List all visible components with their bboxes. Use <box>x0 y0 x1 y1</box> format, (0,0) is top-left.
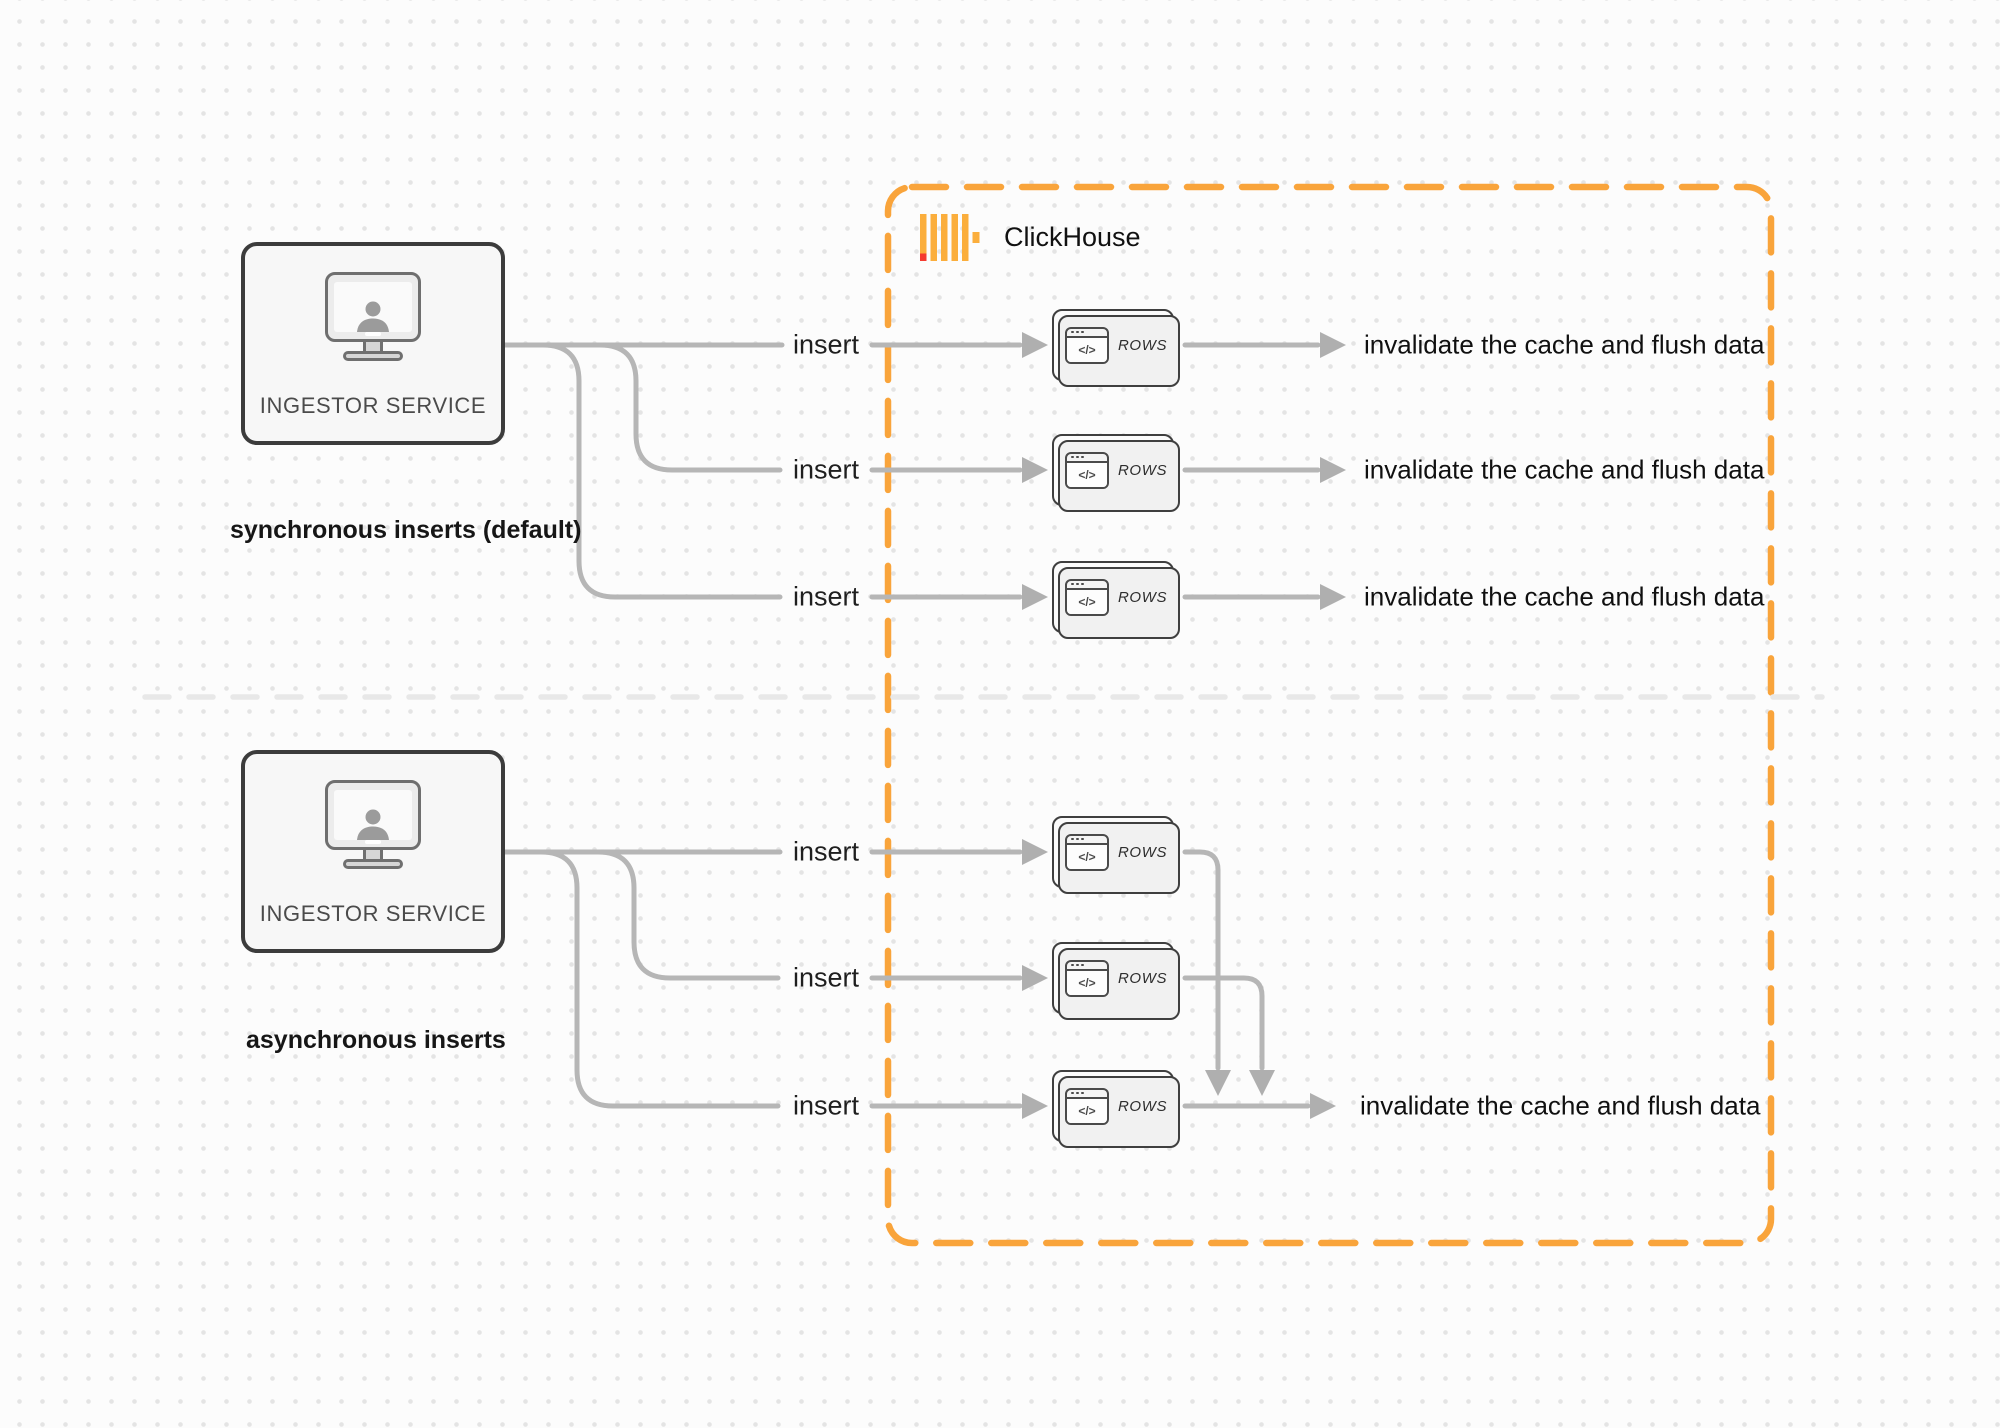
arrowhead-right <box>1022 457 1048 483</box>
arrowhead-right <box>1320 332 1346 358</box>
arrowhead-right <box>1022 965 1048 991</box>
code-glyph: </> <box>1067 1098 1107 1123</box>
arrowhead-right <box>1022 839 1048 865</box>
monitor-user-icon <box>325 780 421 869</box>
clickhouse-logo-icon <box>920 214 980 261</box>
window-dots-icon <box>1067 329 1107 338</box>
ingestor-service-box-sync: INGESTOR SERVICE <box>241 242 505 445</box>
window-dots-icon <box>1067 581 1107 590</box>
rows-card: </> ROWS <box>1052 816 1180 894</box>
arrowhead-right <box>1022 332 1048 358</box>
insert-label: insert <box>792 962 860 993</box>
sync-branch-3 <box>502 342 783 600</box>
window-dots-icon <box>1067 962 1107 971</box>
rows-label: ROWS <box>1118 1097 1168 1115</box>
code-window-icon: </> <box>1065 451 1109 489</box>
monitor-stand <box>363 850 383 859</box>
rows-label: ROWS <box>1118 461 1168 479</box>
monitor-notch <box>365 840 381 844</box>
sync-branch-2 <box>502 342 783 473</box>
insert-label: insert <box>792 329 860 360</box>
rows-label: ROWS <box>1118 336 1168 354</box>
async-branch-3 <box>502 849 781 1109</box>
code-glyph: </> <box>1067 462 1107 487</box>
code-glyph: </> <box>1067 589 1107 614</box>
service-label: INGESTOR SERVICE <box>259 393 487 418</box>
rows-label: ROWS <box>1118 843 1168 861</box>
monitor-screen <box>325 272 421 342</box>
user-silhouette-icon <box>357 301 389 332</box>
rows-label: ROWS <box>1118 969 1168 987</box>
arrowhead-right <box>1022 584 1048 610</box>
code-glyph: </> <box>1067 844 1107 869</box>
monitor-base <box>343 351 403 361</box>
arrowhead-right <box>1022 1093 1048 1119</box>
code-window-icon: </> <box>1065 959 1109 997</box>
monitor-base <box>343 859 403 869</box>
code-window-icon: </> <box>1065 833 1109 871</box>
async-drop-arrow-1 <box>1182 849 1221 1071</box>
service-label: INGESTOR SERVICE <box>259 901 487 926</box>
code-window-icon: </> <box>1065 1087 1109 1125</box>
insert-label: insert <box>792 581 860 612</box>
clickhouse-header: ClickHouse <box>920 214 1141 261</box>
window-dots-icon <box>1067 454 1107 463</box>
insert-label: insert <box>792 836 860 867</box>
rows-card: </> ROWS <box>1052 561 1180 639</box>
window-dots-icon <box>1067 836 1107 845</box>
result-label: invalidate the cache and flush data <box>1364 581 1765 612</box>
rows-card: </> ROWS <box>1052 309 1180 387</box>
sync-caption: synchronous inserts (default) <box>230 516 582 544</box>
code-glyph: </> <box>1067 970 1107 995</box>
arrowhead-down <box>1205 1070 1231 1096</box>
async-drop-arrow-2 <box>1182 975 1265 1071</box>
code-window-icon: </> <box>1065 326 1109 364</box>
arrowhead-right <box>1320 584 1346 610</box>
arrowhead-right <box>1320 457 1346 483</box>
insert-label: insert <box>792 1090 860 1121</box>
rows-card: </> ROWS <box>1052 434 1180 512</box>
clickhouse-title: ClickHouse <box>1004 222 1141 252</box>
monitor-stand <box>363 342 383 351</box>
monitor-screen <box>325 780 421 850</box>
window-dots-icon <box>1067 1090 1107 1099</box>
monitor-user-icon <box>325 272 421 361</box>
rows-label: ROWS <box>1118 588 1168 606</box>
user-silhouette-icon <box>357 809 389 840</box>
monitor-notch <box>365 332 381 336</box>
rows-card: </> ROWS <box>1052 942 1180 1020</box>
arrowhead-down <box>1249 1070 1275 1096</box>
clickhouse-boundary <box>884 183 1775 1247</box>
insert-label: insert <box>792 454 860 485</box>
result-label: invalidate the cache and flush data <box>1360 1090 1761 1121</box>
async-branch-2 <box>502 849 781 981</box>
arrowhead-right <box>1310 1093 1336 1119</box>
code-window-icon: </> <box>1065 578 1109 616</box>
result-label: invalidate the cache and flush data <box>1364 454 1765 485</box>
rows-card: </> ROWS <box>1052 1070 1180 1148</box>
result-label: invalidate the cache and flush data <box>1364 329 1765 360</box>
ingestor-service-box-async: INGESTOR SERVICE <box>241 750 505 953</box>
async-caption: asynchronous inserts <box>246 1026 506 1054</box>
code-glyph: </> <box>1067 337 1107 362</box>
